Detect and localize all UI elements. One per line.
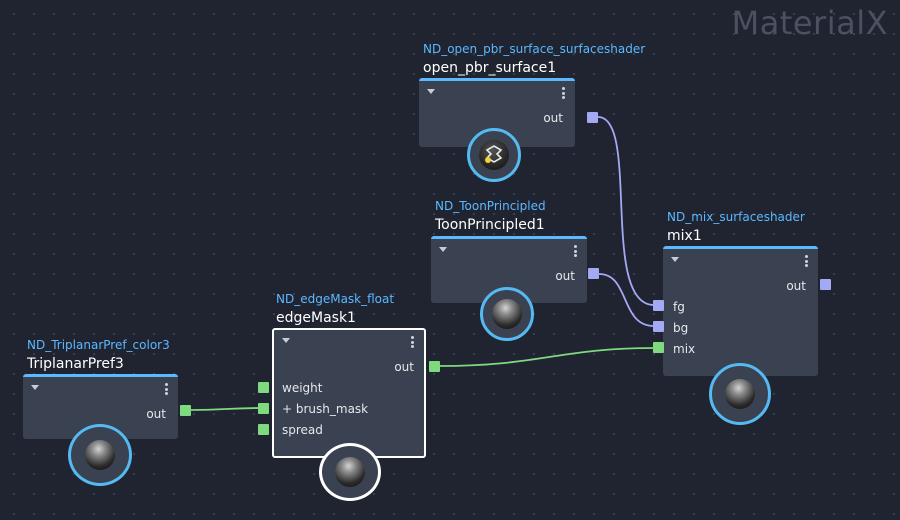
node-type-label: ND_open_pbr_surface_surfaceshader xyxy=(423,42,646,56)
kebab-menu-icon[interactable] xyxy=(574,245,577,257)
input-port-weight[interactable] xyxy=(258,382,269,393)
output-label-out: out xyxy=(555,269,575,283)
collapse-triangle-icon[interactable] xyxy=(282,338,290,343)
material-preview[interactable] xyxy=(709,363,771,425)
input-label-spread: spread xyxy=(282,423,323,437)
node-name-label: edgeMask1 xyxy=(276,310,356,326)
node-toon-principled[interactable]: ND_ToonPrincipled ToonPrincipled1 out xyxy=(431,199,611,344)
material-preview[interactable] xyxy=(480,287,534,341)
sphere-preview-icon xyxy=(335,457,365,487)
output-port-out[interactable] xyxy=(587,112,598,123)
material-preview[interactable] xyxy=(319,443,381,501)
input-label-weight: weight xyxy=(282,381,323,395)
output-label-out: out xyxy=(146,407,166,421)
kebab-menu-icon[interactable] xyxy=(411,336,414,348)
node-name-label: mix1 xyxy=(667,228,702,244)
sphere-preview-icon xyxy=(725,379,755,409)
node-type-label: ND_TriplanarPref_color3 xyxy=(27,338,170,352)
collapse-triangle-icon[interactable] xyxy=(439,247,447,252)
input-port-mix[interactable] xyxy=(653,342,664,353)
input-label-brush-mask[interactable]: + brush_mask xyxy=(282,402,369,416)
output-label-out: out xyxy=(394,360,414,374)
output-port-out[interactable] xyxy=(180,405,191,416)
material-preview[interactable] xyxy=(467,128,521,182)
node-triplanar-pref[interactable]: ND_TriplanarPref_color3 TriplanarPref3 o… xyxy=(23,338,203,488)
node-mix-surfaceshader[interactable]: ND_mix_surfaceshader mix1 out fg bg mix xyxy=(653,210,843,425)
material-preview[interactable] xyxy=(68,424,132,486)
kebab-menu-icon[interactable] xyxy=(165,383,168,395)
output-port-out[interactable] xyxy=(429,361,440,372)
input-port-fg[interactable] xyxy=(653,300,664,311)
node-open-pbr-surface[interactable]: ND_open_pbr_surface_surfaceshader open_p… xyxy=(419,42,645,192)
open-pbr-logo-icon xyxy=(479,140,509,170)
node-type-label: ND_mix_surfaceshader xyxy=(667,210,805,224)
output-label-out: out xyxy=(786,279,806,293)
collapse-triangle-icon[interactable] xyxy=(671,257,679,262)
kebab-menu-icon[interactable] xyxy=(805,255,808,267)
input-port-brush-mask[interactable] xyxy=(258,403,269,414)
node-name-label: ToonPrincipled1 xyxy=(435,217,545,233)
node-name-label: TriplanarPref3 xyxy=(27,356,124,372)
kebab-menu-icon[interactable] xyxy=(562,87,565,99)
node-body[interactable]: out fg bg mix xyxy=(663,246,818,376)
node-type-label: ND_ToonPrincipled xyxy=(435,199,546,213)
materialx-watermark: MaterialX xyxy=(731,4,888,42)
open-pbr-logo-icon-graphic xyxy=(485,145,503,163)
input-label-bg: bg xyxy=(673,321,689,335)
sphere-preview-icon xyxy=(85,440,115,470)
output-port-out[interactable] xyxy=(588,268,599,279)
output-label-out: out xyxy=(543,111,563,125)
collapse-triangle-icon[interactable] xyxy=(31,385,39,390)
input-label-mix: mix xyxy=(673,342,696,356)
node-type-label: ND_edgeMask_float xyxy=(276,292,395,306)
node-edge-mask[interactable]: ND_edgeMask_float edgeMask1 out weight +… xyxy=(258,292,452,504)
input-port-spread[interactable] xyxy=(258,424,269,435)
sphere-preview-icon xyxy=(492,299,522,329)
node-body[interactable]: out weight + brush_mask spread xyxy=(272,328,426,458)
node-body[interactable]: out xyxy=(23,374,178,439)
input-port-bg[interactable] xyxy=(653,321,664,332)
output-port-out[interactable] xyxy=(820,279,831,290)
wire-edgemask-to-mix[interactable] xyxy=(439,347,655,367)
input-label-fg: fg xyxy=(673,300,685,314)
node-name-label: open_pbr_surface1 xyxy=(423,60,557,76)
collapse-triangle-icon[interactable] xyxy=(427,89,435,94)
